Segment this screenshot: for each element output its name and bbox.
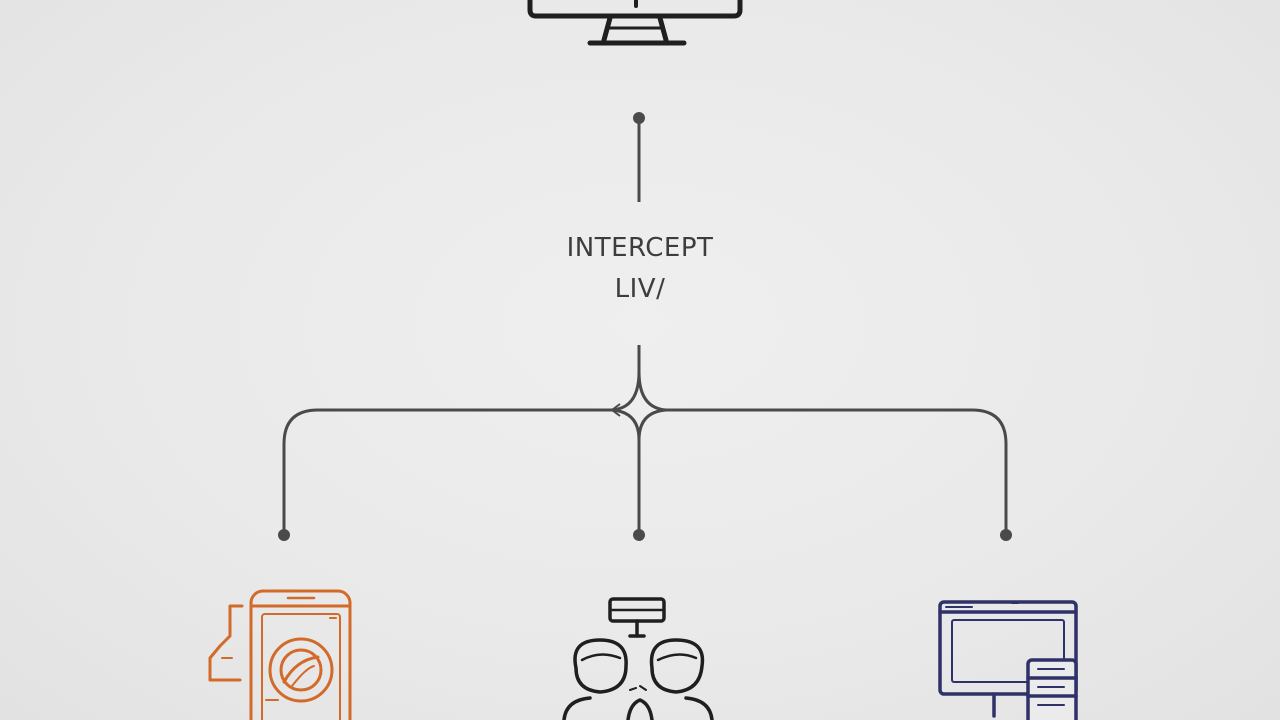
desktop-server-icon xyxy=(938,600,1078,720)
center-label-line2: LIV/ xyxy=(614,274,666,304)
two-people-server-icon xyxy=(562,597,714,720)
top-connector xyxy=(633,112,645,202)
mobile-phone-icon xyxy=(208,589,352,720)
branch-connector xyxy=(282,345,1008,535)
branch-endpoints xyxy=(278,529,1012,541)
middle-endpoint-dot xyxy=(633,529,645,541)
center-label-line1: INTERCEPT xyxy=(566,233,714,263)
right-endpoint-dot xyxy=(1000,529,1012,541)
desktop-monitor-icon xyxy=(527,0,743,46)
left-endpoint-dot xyxy=(278,529,290,541)
